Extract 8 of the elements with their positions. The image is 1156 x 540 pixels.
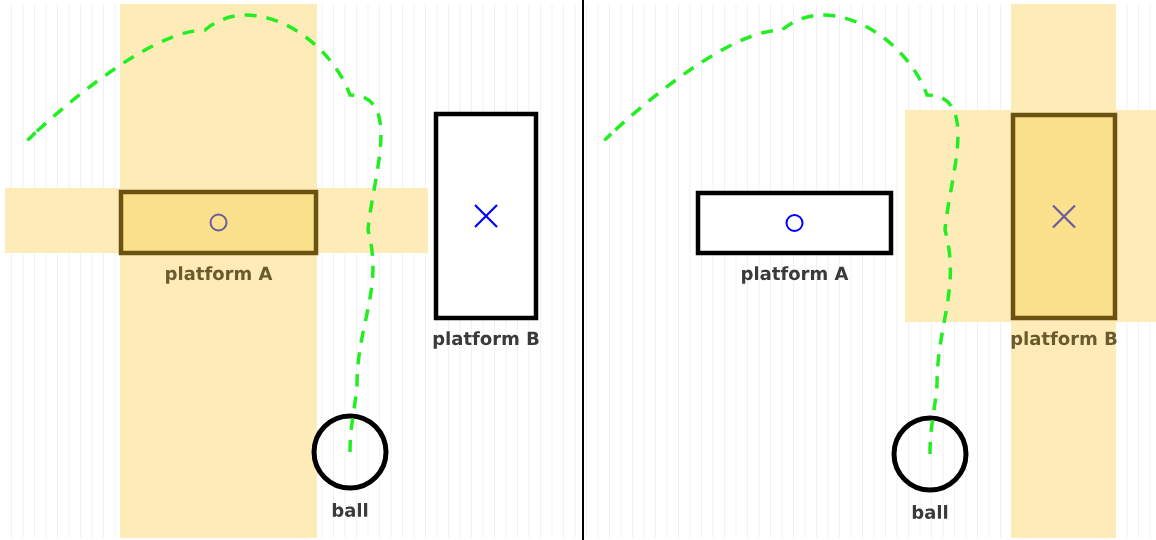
node-label: platform A bbox=[742, 266, 849, 284]
node-label: platform A bbox=[166, 266, 273, 284]
node-label: ball bbox=[912, 505, 948, 519]
node-label: platform B bbox=[1011, 331, 1117, 349]
trajectory-path bbox=[27, 13, 383, 453]
trajectory-path bbox=[604, 13, 960, 455]
node-label: ball bbox=[332, 503, 368, 517]
node-label: platform B bbox=[433, 331, 539, 349]
